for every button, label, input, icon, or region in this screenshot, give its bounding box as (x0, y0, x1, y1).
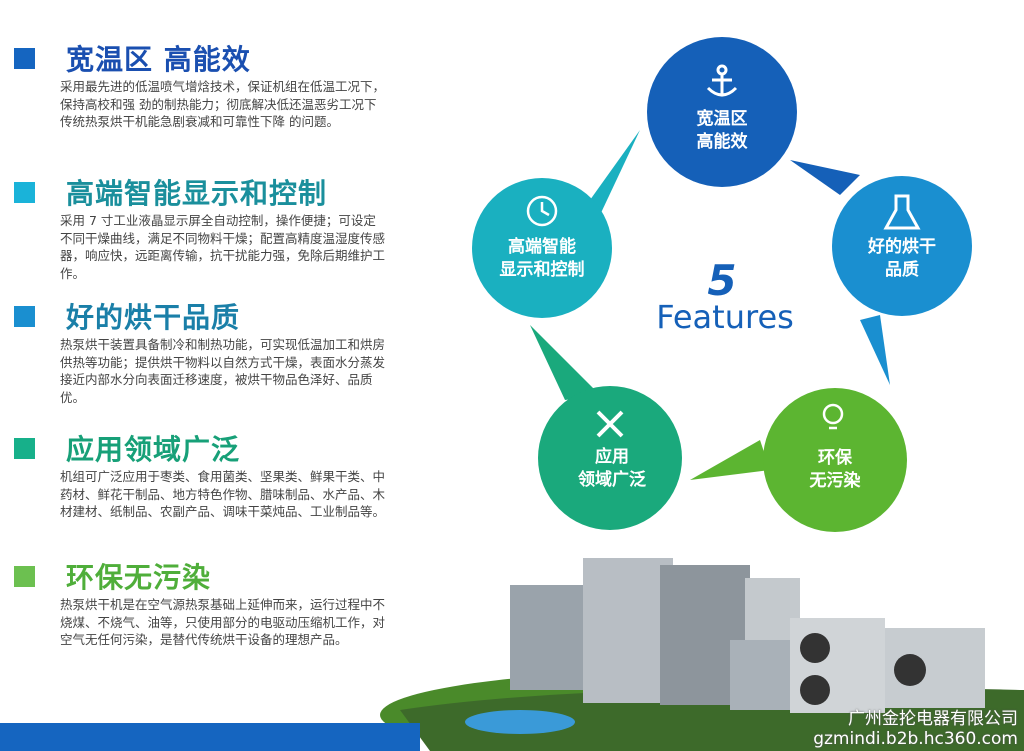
section-text: 采用最先进的低温喷气增焓技术，保证机组在低温工况下，保持高校和强 劲的制热能力；… (60, 79, 386, 129)
feature-node-label: 环保 (818, 447, 853, 468)
section-title: 高端智能显示和控制 (66, 177, 328, 210)
footer-bar (0, 723, 420, 751)
anchor-icon (706, 64, 738, 97)
bullet-square (14, 182, 35, 203)
lightbulb-icon (822, 403, 844, 430)
product-image (380, 558, 1024, 751)
feature-node-wide-temp (647, 37, 797, 187)
features-number: 5 (707, 256, 736, 305)
watermark-company: 广州金抡电器有限公司 (848, 709, 1018, 729)
bullet-square (14, 48, 35, 69)
tools-icon (596, 410, 624, 438)
feature-node-label: 显示和控制 (500, 259, 585, 280)
feature-node-label: 宽温区 (697, 108, 748, 129)
section-text: 热泵烘干装置具备制冷和制热功能，可实现低温加工和烘房供热等功能；提供烘干物料以自… (60, 337, 386, 405)
feature-node-label: 领域广泛 (578, 469, 646, 490)
bullet-square (14, 566, 35, 587)
feature-node-eco (763, 388, 907, 532)
feature-node-label: 高能效 (697, 131, 748, 152)
section-text: 热泵烘干机是在空气源热泵基础上延伸而来，运行过程中不烧煤、不烧气、油等，只使用部… (60, 597, 386, 647)
feature-node-applications (538, 386, 682, 530)
section-text: 机组可广泛应用于枣类、食用菌类、坚果类、鲜果干类、中药材、鲜花干制品、地方特色作… (60, 469, 386, 519)
bullet-square (14, 438, 35, 459)
bullet-square (14, 306, 35, 327)
feature-node-smart (472, 178, 612, 318)
flask-icon (883, 194, 921, 230)
feature-node-label: 无污染 (809, 470, 861, 491)
section-title: 环保无污染 (66, 561, 212, 594)
section-text: 采用 7 寸工业液晶显示屏全自动控制，操作便捷；可设定不同干燥曲线，满足不同物料… (60, 213, 386, 281)
feature-node-label: 品质 (885, 260, 919, 280)
clock-icon (526, 195, 558, 227)
feature-node-quality (832, 176, 972, 316)
section-title: 好的烘干品质 (66, 301, 241, 334)
feature-node-label: 好的烘干 (867, 236, 936, 257)
section-title: 应用领域广泛 (66, 433, 241, 466)
features-label: Features (656, 298, 794, 336)
watermark-url: gzmindi.b2b.hc360.com (813, 729, 1018, 749)
section-title: 宽温区 高能效 (66, 43, 251, 76)
feature-node-label: 应用 (595, 446, 629, 467)
feature-node-label: 高端智能 (508, 236, 576, 257)
